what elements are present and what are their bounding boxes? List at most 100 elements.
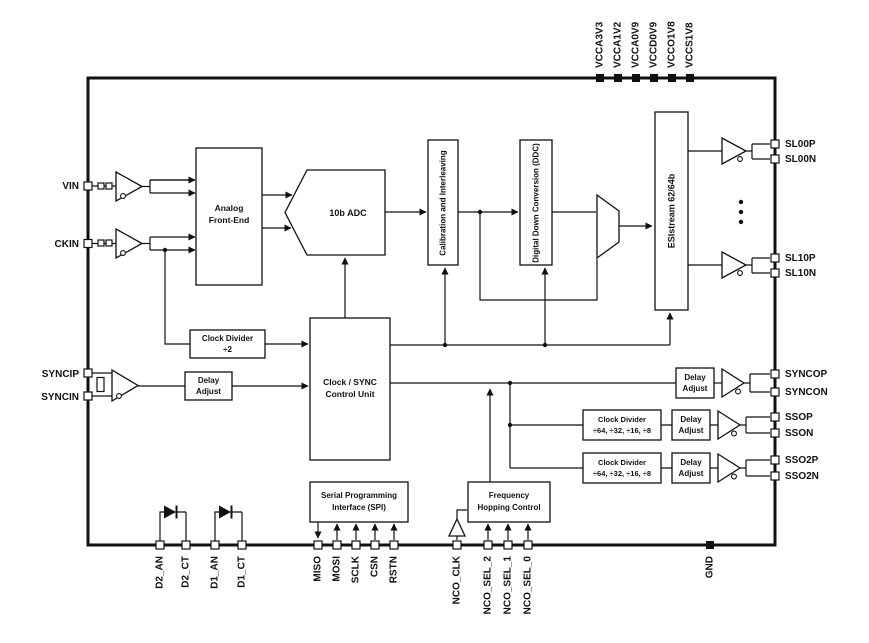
- chip-boundary: [86, 76, 777, 547]
- pin-label-vcca3v3: VCCA3V3: [595, 21, 606, 68]
- pin-syncop: [770, 369, 780, 379]
- pin-label-sclk: SCLK: [351, 555, 362, 583]
- block-clock-divider-2-label-2: ÷2: [223, 345, 232, 354]
- nco-clk-buffer-icon: [447, 517, 467, 537]
- pin-sl00p: [770, 139, 780, 149]
- pin-label-vcco1v8: VCCO1V8: [667, 21, 678, 68]
- pin-label-csn: CSN: [370, 556, 381, 577]
- pin-label-gnd: GND: [705, 556, 716, 578]
- pin-label-rstn: RSTN: [389, 556, 400, 583]
- sl10-buffer-icon: [721, 250, 748, 280]
- right-pins: [770, 139, 780, 481]
- pin-nco-sel-1: [503, 540, 513, 550]
- pin-label-d1-ct: D1_CT: [237, 556, 248, 588]
- block-clock-divider-sso-label-1: Clock Divider: [598, 415, 646, 424]
- diode-d1-icon: [219, 505, 233, 519]
- pin-d2-an: [155, 540, 165, 550]
- block-analog-front-end: [195, 147, 263, 286]
- pin-gnd: [706, 541, 714, 549]
- pin-nco-clk: [452, 540, 462, 550]
- block-delay-adjust-sync-in: [184, 371, 233, 401]
- pin-label-nco-clk: NCO_CLK: [452, 555, 463, 604]
- pin-label-sso2n: SSO2N: [785, 471, 819, 482]
- sl00-buffer-icon: [721, 136, 748, 166]
- pin-sl00n: [770, 154, 780, 164]
- block-spi-label-1: Serial Programming: [321, 491, 397, 500]
- pin-ckin: [83, 238, 93, 249]
- vin-buffer-icon: [97, 170, 144, 203]
- pin-label-vcca1v2: VCCA1V2: [613, 21, 624, 68]
- sso-buffer-icon: [717, 409, 742, 441]
- sso2-buffer-icon: [717, 452, 742, 484]
- block-delay-adjust-sso-label-2: Adjust: [679, 426, 704, 435]
- pin-label-syncip: SYNCIP: [42, 369, 80, 380]
- pin-mosi: [332, 540, 342, 550]
- synco-buffer-icon: [721, 367, 746, 399]
- pin-rstn: [389, 540, 399, 550]
- block-frequency-hopping-label-2: Hopping Control: [477, 503, 540, 512]
- block-clock-divider-sso2-label-1: Clock Divider: [598, 458, 646, 467]
- block-csu-label-1: Clock / SYNC: [323, 377, 377, 387]
- pin-d2-ct: [181, 540, 191, 550]
- block-10b-adc-label: 10b ADC: [329, 208, 367, 218]
- pin-sl10n: [770, 268, 780, 278]
- pin-label-sso2p: SSO2P: [785, 455, 819, 466]
- pin-sl10p: [770, 253, 780, 263]
- pin-label-sl00p: SL00P: [785, 139, 816, 150]
- supply-pins: [596, 74, 694, 82]
- pin-sso2n: [770, 471, 780, 481]
- pin-csn: [370, 540, 380, 550]
- block-csu-label-2: Control Unit: [325, 389, 374, 399]
- pin-syncip: [83, 368, 93, 378]
- block-frequency-hopping: [467, 481, 551, 523]
- pin-label-vccd0v9: VCCD0V9: [649, 21, 660, 68]
- pin-label-d1-an: D1_AN: [210, 556, 221, 589]
- pin-d1-an: [210, 540, 220, 550]
- block-delay-adjust-sso2: [671, 452, 711, 484]
- block-calibration-interleaving-label: Calibration and Interleaving: [439, 150, 448, 255]
- pin-miso: [313, 540, 323, 550]
- block-esistream: [654, 111, 689, 311]
- block-ddc: [519, 139, 553, 266]
- pin-ssop: [770, 412, 780, 422]
- block-spi-label-2: Interface (SPI): [332, 503, 386, 512]
- pin-label-ckin: CKIN: [55, 239, 79, 250]
- pin-label-vccs1v8: VCCS1V8: [685, 22, 696, 68]
- block-delay-adjust-sso: [671, 409, 711, 441]
- pin-vcca0v9: [632, 74, 640, 82]
- block-analog-front-end-label-1: Analog: [215, 203, 244, 213]
- pin-label-d2-ct: D2_CT: [181, 556, 192, 588]
- pin-label-ssop: SSOP: [785, 412, 813, 423]
- pin-label-vin: VIN: [62, 181, 79, 192]
- pin-label-nco-sel-0: NCO_SEL_0: [523, 556, 534, 615]
- block-clock-divider-sso-label-2: ÷64, ÷32, ÷16, ÷8: [593, 426, 651, 435]
- pin-label-nco-sel-1: NCO_SEL_1: [503, 556, 514, 615]
- pin-syncon: [770, 387, 780, 397]
- pin-sclk: [351, 540, 361, 550]
- pin-vcca3v3: [596, 74, 604, 82]
- pin-vcca1v2: [614, 74, 622, 82]
- pin-nco-sel-2: [483, 540, 493, 550]
- pin-label-miso: MISO: [313, 556, 324, 582]
- pin-d1-ct: [237, 540, 247, 550]
- block-ddc-label: Digital Down Conversion (DDC): [532, 143, 541, 263]
- mux-icon: [596, 193, 620, 260]
- block-analog-front-end-label-2: Front-End: [209, 215, 250, 225]
- pin-label-sson: SSON: [785, 428, 813, 439]
- pin-label-mosi: MOSI: [332, 556, 343, 582]
- pin-syncin: [83, 391, 93, 401]
- block-clock-divider-2-label-1: Clock Divider: [202, 334, 253, 343]
- pin-label-sl10p: SL10P: [785, 253, 816, 264]
- bottom-pins: [155, 540, 714, 550]
- block-delay-adjust-sso-label-1: Delay: [680, 415, 702, 424]
- diode-d2-icon: [164, 505, 178, 519]
- pin-label-syncin: SYNCIN: [41, 392, 79, 403]
- left-pins: [83, 181, 93, 401]
- pin-sson: [770, 428, 780, 438]
- block-delay-adjust-synco-label-1: Delay: [684, 373, 706, 382]
- ckin-buffer-icon: [97, 227, 144, 260]
- block-calibration-interleaving: [427, 139, 459, 266]
- block-clock-divider-sso: [582, 409, 662, 441]
- block-delay-adjust-sync-in-label-1: Delay: [198, 376, 220, 385]
